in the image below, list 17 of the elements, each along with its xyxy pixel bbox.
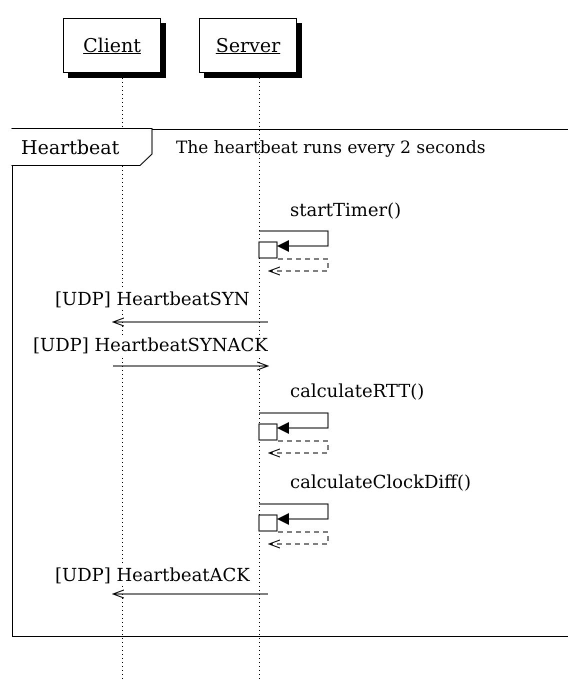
message-label: calculateClockDiff() (290, 473, 471, 493)
return-arrow (268, 532, 328, 548)
message-arrow (258, 504, 328, 525)
return-arrow (268, 440, 328, 458)
return-arrow (268, 258, 328, 276)
message-label: [UDP] HeartbeatSYN (55, 290, 250, 310)
frame-note: The heartbeat runs every 2 seconds (176, 138, 486, 158)
message-label: calculateRTT() (290, 382, 424, 402)
message-arrow (112, 318, 268, 326)
message-arrow (258, 230, 328, 252)
message-label: startTimer() (290, 201, 402, 221)
message-arrow (112, 362, 268, 370)
message-label: [UDP] HeartbeatSYNACK (33, 336, 268, 356)
message-arrow (258, 412, 328, 434)
frame-title: Heartbeat (21, 137, 120, 159)
message-label: [UDP] HeartbeatACK (55, 566, 250, 586)
message-arrow (112, 590, 268, 598)
